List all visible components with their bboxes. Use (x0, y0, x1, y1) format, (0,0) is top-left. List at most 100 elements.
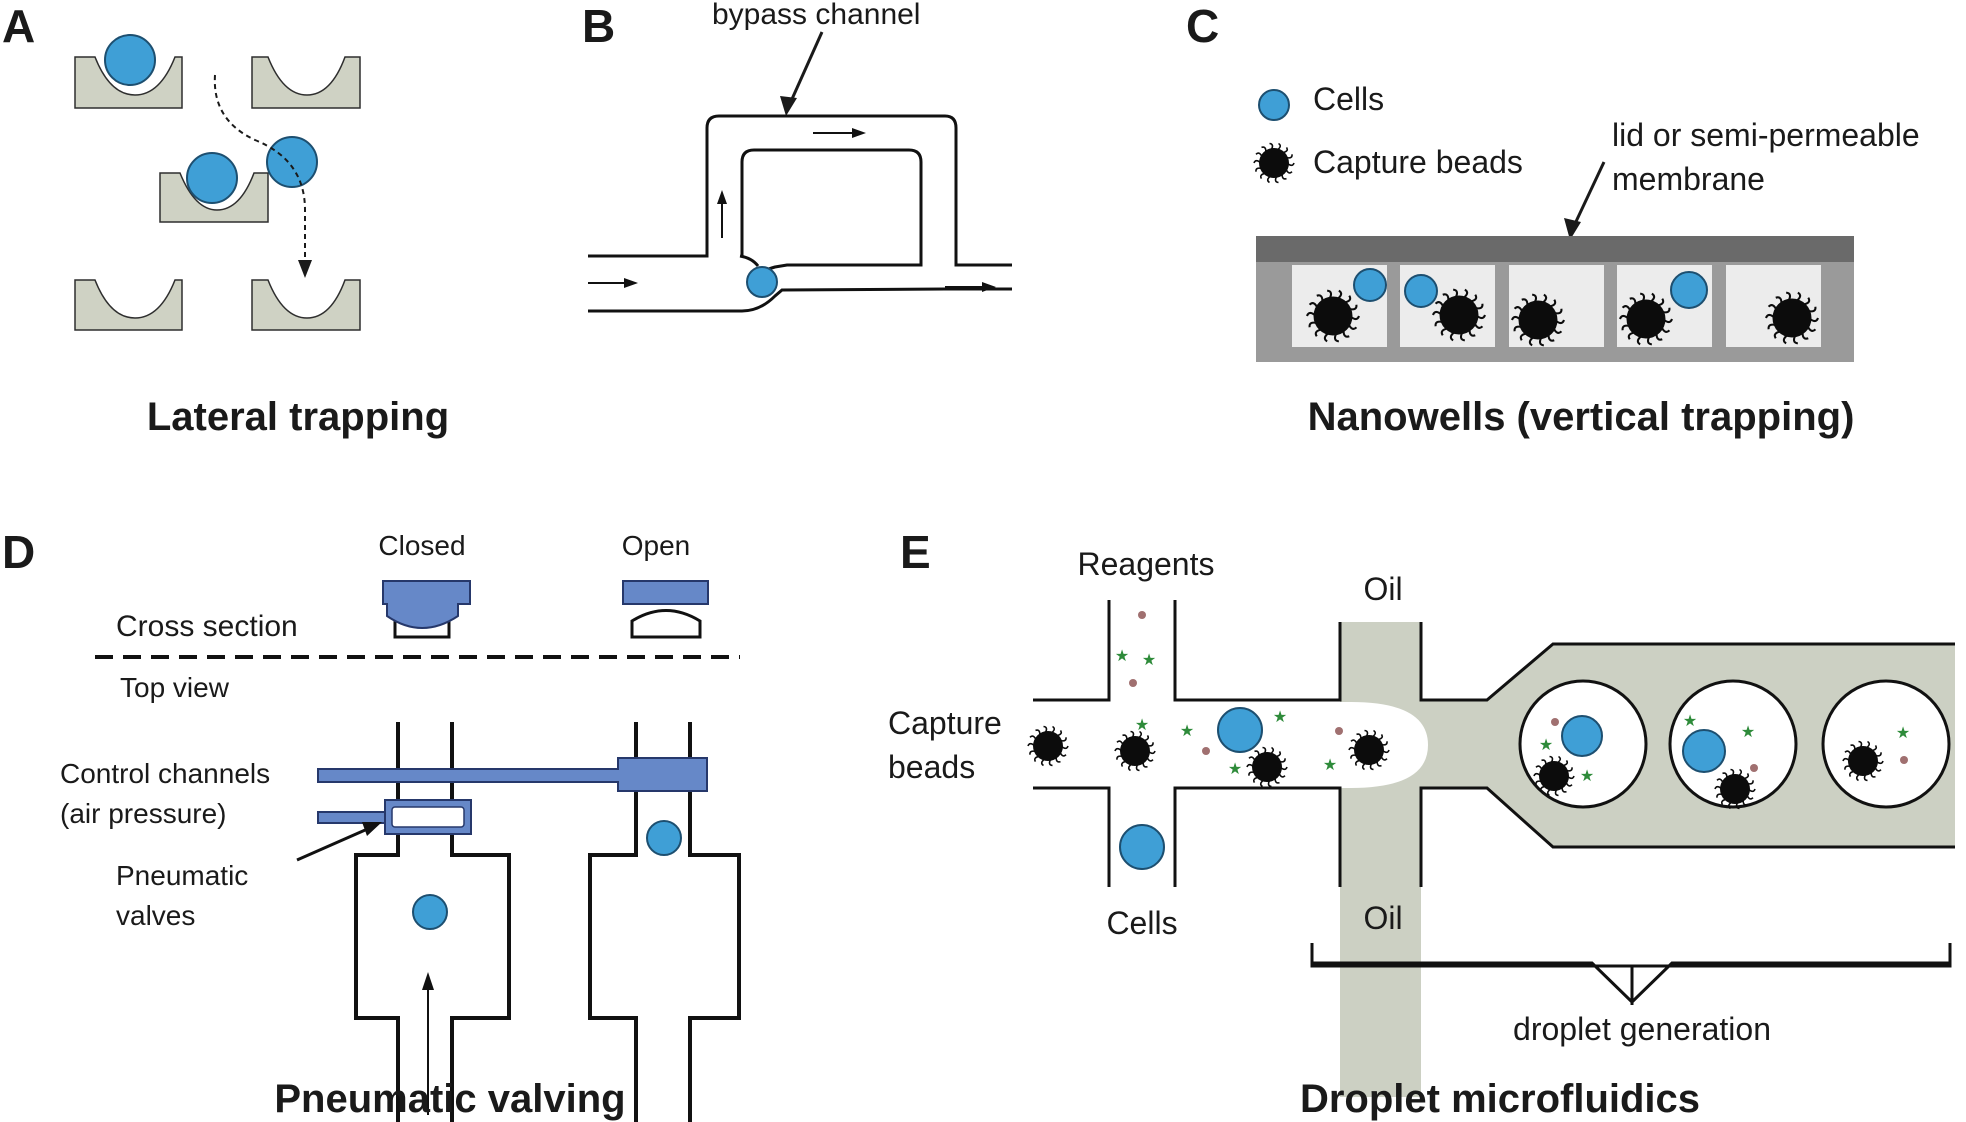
flow-arrows (588, 128, 996, 292)
panel-d: D Closed Open Cross section Top view (2, 526, 741, 1122)
cell-icon (1217, 707, 1263, 753)
legend-beads-label: Capture beads (1313, 144, 1523, 180)
reagent-star-icon: ★ (1539, 735, 1553, 754)
reagent-particles: ★ ★ ★ ★ ★ ★ ★ ★ ★ ★ ★ ★ (1115, 611, 1910, 785)
droplet-generation-bracket (1310, 943, 1952, 1005)
reagent-star-icon: ★ (1323, 755, 1337, 774)
arrow-icon (1564, 218, 1581, 240)
capture-bead-icon (1246, 746, 1288, 788)
bypass-channel (588, 114, 1012, 313)
reagent-dot-icon (1202, 747, 1210, 755)
legend-cells-label: Cells (1313, 81, 1384, 117)
panel-e: E (888, 526, 1955, 1121)
arrow-icon (422, 972, 434, 990)
droplet-generation-label: droplet generation (1513, 1011, 1771, 1047)
panel-a-caption: Lateral trapping (147, 395, 449, 439)
trap-5 (251, 279, 361, 331)
cell-icon (646, 820, 682, 856)
cell-icon (186, 152, 238, 204)
reagent-star-icon: ★ (1115, 646, 1129, 665)
arrow-icon (982, 282, 996, 292)
reagent-dot-icon (1335, 727, 1343, 735)
arrow-icon (624, 278, 638, 288)
panel-d-caption: Pneumatic valving (274, 1077, 625, 1121)
reagent-star-icon: ★ (1135, 715, 1149, 734)
panel-e-letter: E (900, 526, 931, 578)
cell-icon (1561, 715, 1603, 757)
capture-bead-icon (1253, 142, 1295, 184)
arrow-icon (717, 190, 727, 204)
capture-beads-label-1: Capture (888, 705, 1002, 741)
trap-4 (74, 279, 183, 331)
pneumatic-valves-label-2: valves (116, 900, 195, 931)
capture-bead-icon (1114, 730, 1156, 772)
panel-b: B bypass channel (582, 0, 1012, 313)
reagents-label: Reagents (1078, 546, 1215, 582)
bypass-pointer (786, 31, 824, 109)
reagent-dot-icon (1750, 764, 1758, 772)
control-channels (317, 757, 708, 835)
cell-icon (1670, 271, 1708, 309)
cell-icon (1353, 268, 1387, 302)
cell-icon (1119, 824, 1165, 870)
open-valve-cross-section (622, 580, 709, 639)
closed-valve-cross-section (382, 580, 471, 639)
panel-e-caption: Droplet microfluidics (1300, 1077, 1700, 1121)
reagent-star-icon: ★ (1180, 721, 1194, 740)
panel-d-letter: D (2, 526, 35, 578)
control-channels-label-2: (air pressure) (60, 798, 226, 829)
droplet-cells (1119, 707, 1726, 870)
reagent-star-icon: ★ (1580, 766, 1594, 785)
reagent-star-icon: ★ (1741, 722, 1755, 741)
arrow-icon (780, 96, 797, 116)
bypass-channel-label: bypass channel (712, 0, 920, 31)
trap-3 (159, 172, 269, 223)
cell-icon (1682, 729, 1726, 773)
closed-label: Closed (378, 530, 465, 561)
lid-label-line-1: lid or semi-permeable (1612, 117, 1920, 153)
lid-label-line-2: membrane (1612, 161, 1765, 197)
trap-2 (251, 56, 361, 109)
open-label: Open (622, 530, 691, 561)
lid-pointer (1571, 161, 1606, 229)
lid-membrane (1256, 236, 1854, 262)
flow-path (213, 74, 306, 268)
reagent-dot-icon (1900, 756, 1908, 764)
reagent-star-icon: ★ (1228, 759, 1242, 778)
panel-a-letter: A (2, 0, 35, 52)
oil-bottom-label: Oil (1363, 900, 1402, 936)
cross-section-label: Cross section (116, 610, 298, 643)
reagent-star-icon: ★ (1273, 707, 1287, 726)
pneumatic-valves-label-1: Pneumatic (116, 860, 248, 891)
droplet-2 (1668, 679, 1798, 809)
top-view-label: Top view (120, 672, 230, 703)
oil-top-label: Oil (1363, 571, 1402, 607)
cell-icon (104, 34, 156, 86)
panel-c: C Cells Capture beads lid or semi-permea… (1186, 0, 1920, 439)
droplet-3 (1821, 679, 1951, 809)
droplet-chip-walls (1033, 600, 1955, 887)
arrow-icon (362, 822, 382, 836)
control-channels-label-1: Control channels (60, 758, 270, 789)
capture-beads-label-2: beads (888, 749, 975, 785)
arrow-icon (852, 128, 866, 138)
valves-pointer (296, 825, 373, 862)
cells-label: Cells (1106, 905, 1177, 941)
reagent-dot-icon (1138, 611, 1146, 619)
reagent-star-icon: ★ (1896, 723, 1910, 742)
cell-icon (1258, 89, 1290, 121)
panel-c-letter: C (1186, 0, 1219, 52)
cell-icon (1404, 274, 1438, 308)
panel-c-caption: Nanowells (vertical trapping) (1308, 395, 1855, 439)
panel-b-letter: B (582, 0, 615, 52)
reagent-dot-icon (1551, 718, 1559, 726)
cell-icon (412, 894, 448, 930)
panel-a: A Lateral trapping (2, 0, 449, 439)
arrow-icon (298, 260, 312, 278)
cell-icon (266, 136, 318, 188)
reagent-star-icon: ★ (1142, 650, 1156, 669)
trap-1 (74, 56, 183, 109)
reagent-dot-icon (1129, 679, 1137, 687)
capture-bead-icon (1027, 725, 1069, 767)
